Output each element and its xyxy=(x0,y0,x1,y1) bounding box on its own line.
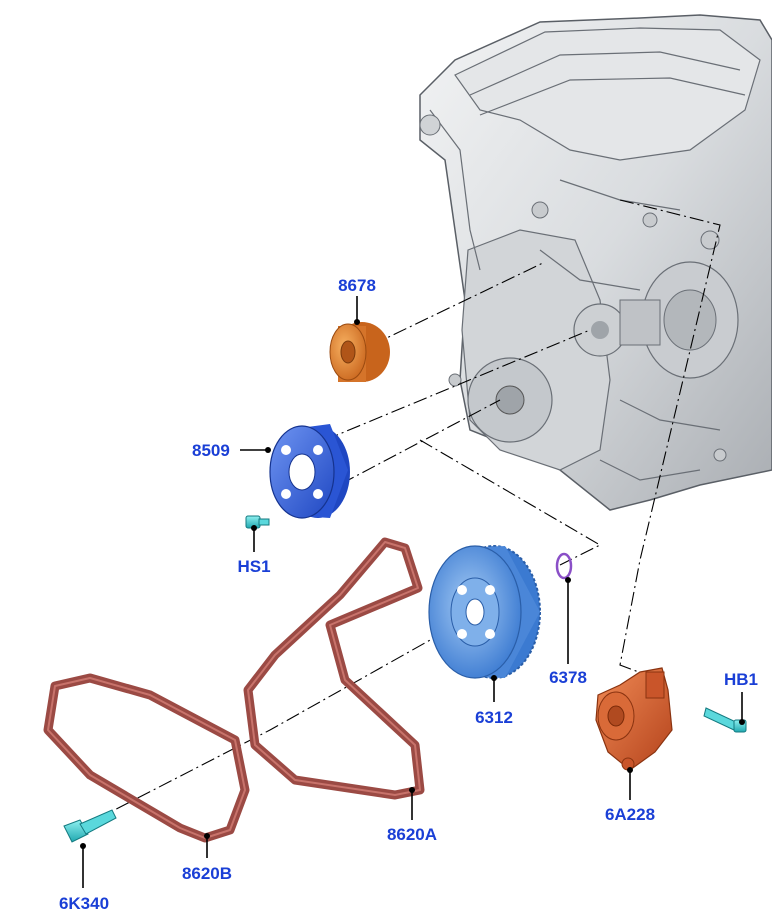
callout-8620a: 8620A xyxy=(387,787,437,844)
seal-6378 xyxy=(555,552,573,580)
belt-tensioner-6a228 xyxy=(595,667,673,771)
bolt-hs1 xyxy=(245,515,270,529)
callout-8509: 8509 xyxy=(192,441,271,460)
callout-6k340: 6K340 xyxy=(59,843,109,913)
bolt-6k340 xyxy=(63,809,117,843)
idler-pulley-8678 xyxy=(329,322,390,382)
water-pump-pulley-8509 xyxy=(269,424,350,519)
crankshaft-pulley-6312 xyxy=(428,545,541,679)
centerlines xyxy=(94,199,721,821)
callout-8678: 8678 xyxy=(338,276,376,325)
callout-8620b: 8620B xyxy=(182,833,232,883)
callout-label-8620b: 8620B xyxy=(182,864,232,883)
callout-label-hs1: HS1 xyxy=(237,557,270,576)
bolt-hb1 xyxy=(703,707,747,733)
callout-hs1: HS1 xyxy=(237,525,271,576)
callout-6a228: 6A228 xyxy=(605,767,655,824)
cylinder-head xyxy=(454,27,761,161)
callout-label-6k340: 6K340 xyxy=(59,894,109,913)
callout-label-6378: 6378 xyxy=(549,668,587,687)
callout-label-6312: 6312 xyxy=(475,708,513,727)
belt-8620B xyxy=(43,673,250,843)
engine-assembly xyxy=(419,14,772,511)
callout-6378: 6378 xyxy=(549,577,587,687)
callout-hb1: HB1 xyxy=(724,670,758,725)
callout-label-8678: 8678 xyxy=(338,276,376,295)
belt-8620A xyxy=(243,537,425,800)
callout-label-6a228: 6A228 xyxy=(605,805,655,824)
callout-label-hb1: HB1 xyxy=(724,670,758,689)
callout-label-8509: 8509 xyxy=(192,441,230,460)
callout-6312: 6312 xyxy=(475,675,513,727)
callout-label-8620a: 8620A xyxy=(387,825,437,844)
